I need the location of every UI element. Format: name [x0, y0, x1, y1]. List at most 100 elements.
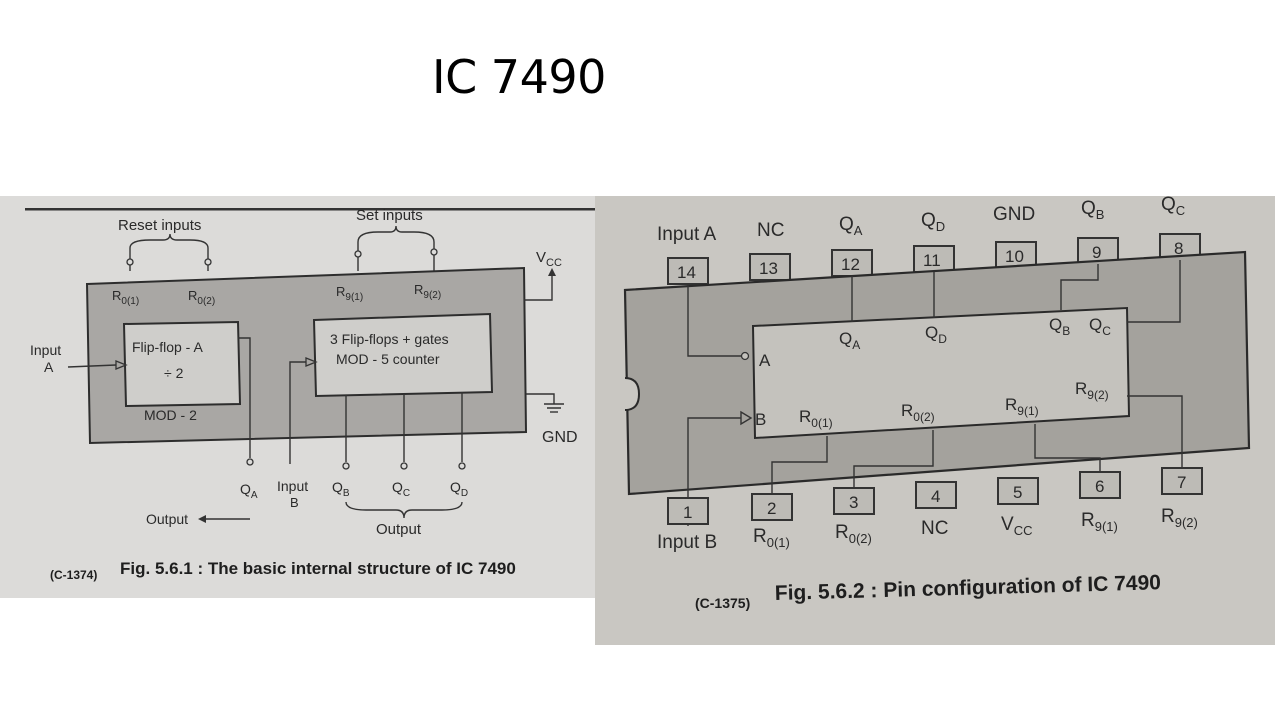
fig2-caption-code: (C-1375) [695, 595, 750, 611]
svg-text:QB: QB [1049, 315, 1070, 338]
top-pin-8-label: QC [1161, 196, 1185, 218]
svg-text:R0(1): R0(1) [753, 526, 790, 550]
svg-text:R9(1): R9(1) [1005, 395, 1039, 418]
svg-text:QC: QC [1089, 315, 1111, 338]
bottom-pin-7-label: R9(2) [1161, 506, 1198, 530]
bottom-pin-2-label: R0(1) [753, 526, 790, 550]
output-right-label: Output [376, 521, 422, 538]
top-pin-14-label: Input A [657, 224, 716, 245]
bottom-pin-4-label: NC [921, 518, 948, 539]
svg-text:7: 7 [1177, 473, 1186, 492]
input-b-letter: B [290, 495, 299, 510]
svg-text:6: 6 [1095, 477, 1104, 496]
top-pin-10-label: GND [993, 204, 1035, 225]
svg-text:QD: QD [921, 210, 945, 234]
slide-title: IC 7490 [432, 50, 606, 104]
qc-output-label: QC [392, 479, 410, 499]
svg-text:QA: QA [839, 214, 863, 238]
svg-text:3: 3 [849, 493, 858, 512]
svg-text:5: 5 [1013, 483, 1022, 502]
inner-qb-label: QB [1049, 315, 1070, 338]
svg-text:11: 11 [923, 251, 941, 270]
inner-a-label: A [759, 351, 771, 370]
inner-r91-label: R9(1) [1005, 395, 1039, 418]
internal-structure-figure: Reset inputs Set inputs R0(1) R0(2) R9(1… [0, 196, 596, 598]
svg-text:QC: QC [392, 479, 410, 499]
svg-text:R0(2): R0(2) [835, 522, 872, 546]
svg-text:R0(1): R0(1) [799, 407, 833, 430]
vcc-label: VCC [536, 249, 562, 269]
fig1-caption-code: (C-1374) [50, 568, 97, 582]
pin-14: 14 [667, 257, 709, 285]
svg-text:QC: QC [1161, 196, 1185, 218]
inner-r02-label: R0(2) [901, 401, 935, 424]
inner-b-label: B [755, 410, 766, 429]
svg-text:1: 1 [683, 503, 692, 522]
inner-qa-label: QA [839, 329, 860, 352]
input-b-label: Input [277, 478, 308, 494]
svg-text:R9(2): R9(2) [1161, 506, 1198, 530]
svg-text:QD: QD [450, 479, 468, 499]
svg-text:VCC: VCC [1001, 514, 1032, 538]
fig1-caption: Fig. 5.6.1 : The basic internal structur… [120, 559, 516, 578]
top-pin-13-label: NC [757, 220, 784, 241]
pin-12: 12 [831, 249, 873, 277]
pin-6: 6 [1079, 471, 1121, 499]
reset-inputs-label: Reset inputs [118, 217, 201, 234]
pin-1: 1 [667, 497, 709, 525]
pin-13: 13 [749, 253, 791, 281]
pin-11: 11 [913, 245, 955, 273]
input-a-label: Input [30, 342, 61, 358]
svg-text:12: 12 [841, 255, 860, 274]
svg-text:QA: QA [240, 481, 258, 501]
svg-text:QD: QD [925, 323, 947, 346]
svg-text:R9(2): R9(2) [414, 282, 441, 301]
counter-line1: 3 Flip-flops + gates [330, 331, 449, 347]
bottom-pin-3-label: R0(2) [835, 522, 872, 546]
svg-text:QB: QB [1081, 198, 1104, 222]
output-left-label: Output [146, 511, 188, 527]
svg-text:VCC: VCC [536, 249, 562, 269]
inner-r92-label: R9(2) [1075, 379, 1109, 402]
inner-r01-label: R0(1) [799, 407, 833, 430]
pin-5: 5 [997, 477, 1039, 505]
qb-output-label: QB [332, 479, 350, 499]
counter-line2: MOD - 5 counter [336, 351, 440, 367]
r91-label: R9(1) [336, 284, 363, 303]
svg-text:R0(1): R0(1) [112, 288, 139, 307]
svg-text:8: 8 [1174, 239, 1183, 258]
ic-inner-block [751, 306, 1131, 440]
bottom-pin-5-label: VCC [1001, 514, 1032, 538]
top-pin-9-label: QB [1081, 198, 1104, 222]
input-a-letter: A [44, 359, 54, 375]
flipflop-a-divide: ÷ 2 [164, 365, 184, 381]
inner-qd-label: QD [925, 323, 947, 346]
svg-text:2: 2 [767, 499, 776, 518]
svg-text:QB: QB [332, 479, 350, 499]
svg-text:13: 13 [759, 259, 778, 278]
qa-output-label: QA [240, 481, 258, 501]
bottom-pin-6-label: R9(1) [1081, 510, 1118, 534]
svg-text:10: 10 [1005, 247, 1024, 266]
mod2-label: MOD - 2 [144, 407, 197, 423]
qd-output-label: QD [450, 479, 468, 499]
mod5-counter-box [312, 312, 494, 398]
pin-configuration-figure: Input A NC QA QD GND QB QC 14 13 12 11 1… [595, 196, 1275, 645]
r92-label: R9(2) [414, 282, 441, 301]
svg-text:R9(1): R9(1) [336, 284, 363, 303]
top-pin-11-label: QD [921, 210, 945, 234]
svg-text:R0(2): R0(2) [188, 288, 215, 307]
svg-text:R9(1): R9(1) [1081, 510, 1118, 534]
top-pin-12-label: QA [839, 214, 863, 238]
svg-text:QA: QA [839, 329, 860, 352]
svg-text:9: 9 [1092, 243, 1101, 262]
bottom-pin-1-label: Input B [657, 532, 717, 553]
svg-text:R9(2): R9(2) [1075, 379, 1109, 402]
svg-text:4: 4 [931, 487, 940, 506]
gnd-label: GND [542, 429, 578, 446]
svg-text:14: 14 [677, 263, 696, 282]
r01-label: R0(1) [112, 288, 139, 307]
set-inputs-label: Set inputs [356, 207, 423, 224]
svg-text:R0(2): R0(2) [901, 401, 935, 424]
pin-3: 3 [833, 487, 875, 515]
